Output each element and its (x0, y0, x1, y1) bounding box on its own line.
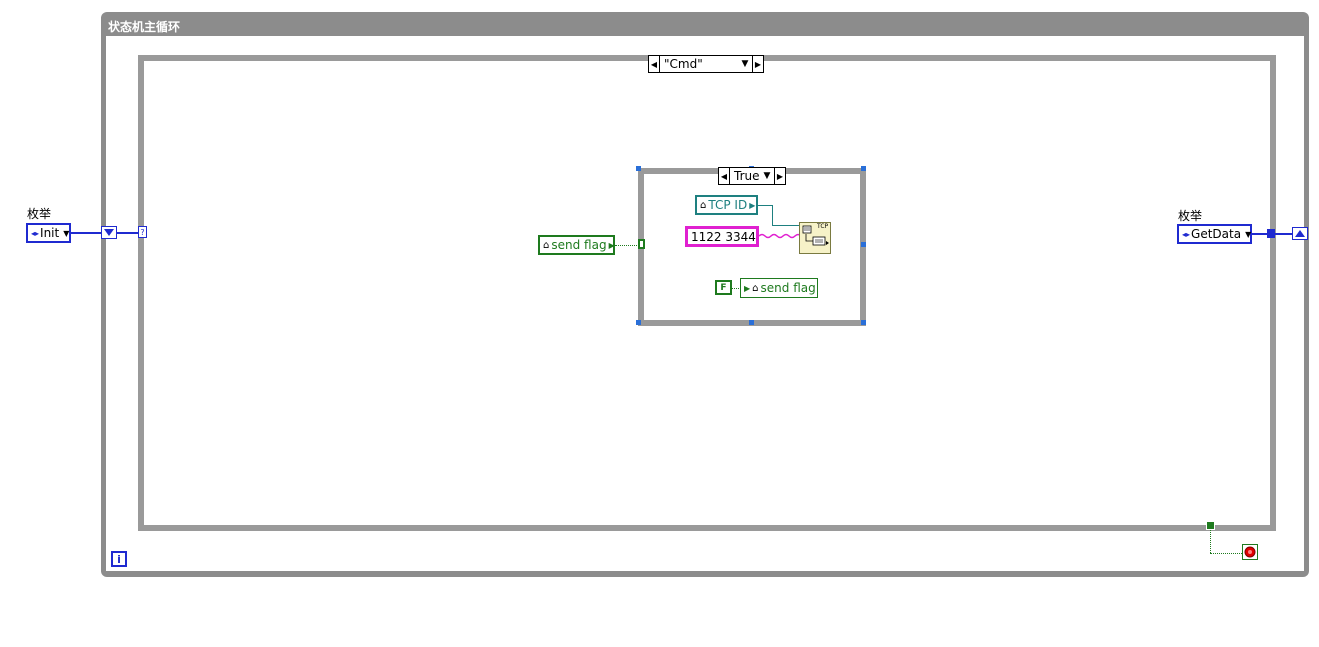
right-enum-value: GetData (1191, 227, 1242, 241)
tcp-caption: TCP (817, 223, 829, 230)
enum-arrows-icon: ◂▸ (31, 228, 40, 238)
tcp-id-wire (772, 205, 773, 225)
resize-handle[interactable] (861, 166, 866, 171)
shift-register-right[interactable] (1292, 227, 1308, 240)
right-enum-label: 枚举 (1178, 209, 1203, 223)
increment-icon[interactable]: ▶ (774, 168, 785, 184)
output-arrow-icon: ▶ (608, 240, 615, 250)
inner-case-selector[interactable]: ◀ True ▼ ▶ (718, 167, 786, 185)
chevron-down-icon[interactable]: ▼ (763, 171, 771, 181)
boolean-selector-terminal[interactable] (638, 239, 645, 249)
house-icon: ⌂ (752, 282, 759, 294)
resize-handle[interactable] (749, 320, 754, 325)
stop-tunnel[interactable] (1206, 521, 1215, 530)
iteration-terminal[interactable]: i (111, 551, 127, 567)
enum-wire-to-shift-register (1275, 233, 1293, 235)
input-arrow-icon: ▶ (744, 283, 751, 293)
send-flag-read-label: send flag (551, 238, 607, 252)
while-loop-title: 状态机主循环 (108, 20, 181, 34)
enum-arrows-icon: ◂▸ (1182, 229, 1191, 239)
increment-icon[interactable]: ▶ (752, 56, 763, 72)
down-triangle-icon (104, 229, 114, 236)
output-tunnel[interactable] (1267, 229, 1275, 238)
tcp-write-node[interactable]: TCP (799, 222, 831, 254)
outer-case-selector[interactable]: ◀ "Cmd" ▼ ▶ (648, 55, 764, 73)
outer-case-selector-label: "Cmd" (664, 57, 703, 71)
chevron-down-icon[interactable]: ▼ (741, 59, 749, 69)
tcp-id-local-read[interactable]: ⌂ TCP ID ▶ (695, 195, 758, 215)
tcp-id-wire (758, 205, 773, 206)
shift-register-left[interactable] (101, 226, 117, 239)
decrement-icon[interactable]: ◀ (649, 56, 660, 72)
resize-handle[interactable] (636, 320, 641, 325)
enum-wire-to-case (117, 232, 139, 234)
case-selector-terminal[interactable]: ? (138, 226, 147, 238)
false-wire (732, 288, 741, 289)
send-flag-local-read[interactable]: ⌂ send flag ▶ (538, 235, 615, 255)
loop-condition-terminal[interactable] (1242, 544, 1258, 560)
stop-wire (1210, 553, 1242, 554)
resize-handle[interactable] (636, 166, 641, 171)
inner-case-selector-label: True (734, 169, 760, 183)
up-triangle-icon (1295, 230, 1305, 237)
false-constant[interactable]: F (715, 280, 732, 295)
chevron-down-icon[interactable]: ▼ (63, 228, 70, 238)
string-wire (759, 233, 801, 239)
tcp-id-wire (772, 225, 800, 226)
house-icon: ⌂ (543, 239, 550, 251)
string-constant[interactable]: 1122 3344 (685, 226, 759, 247)
tcp-id-label: TCP ID (708, 198, 748, 212)
resize-handle[interactable] (861, 242, 866, 247)
stop-icon (1244, 546, 1256, 558)
chevron-down-icon[interactable]: ▼ (1245, 229, 1252, 239)
house-icon: ⌂ (700, 199, 707, 211)
left-enum-value: Init (40, 226, 60, 240)
tcp-write-icon (802, 225, 829, 246)
left-enum-label: 枚举 (27, 207, 52, 221)
decrement-icon[interactable]: ◀ (719, 168, 730, 184)
send-flag-wire (615, 245, 639, 246)
resize-handle[interactable] (861, 320, 866, 325)
send-flag-write-label: send flag (760, 281, 816, 295)
output-arrow-icon: ▶ (749, 200, 756, 210)
send-flag-local-write[interactable]: ▶ ⌂ send flag (740, 278, 818, 298)
enum-wire-in (71, 232, 102, 234)
left-enum-constant[interactable]: ◂▸ Init ▼ (26, 223, 71, 243)
enum-wire-out (1252, 233, 1268, 235)
right-enum-constant[interactable]: ◂▸ GetData ▼ (1177, 224, 1252, 244)
stop-wire (1210, 530, 1211, 553)
